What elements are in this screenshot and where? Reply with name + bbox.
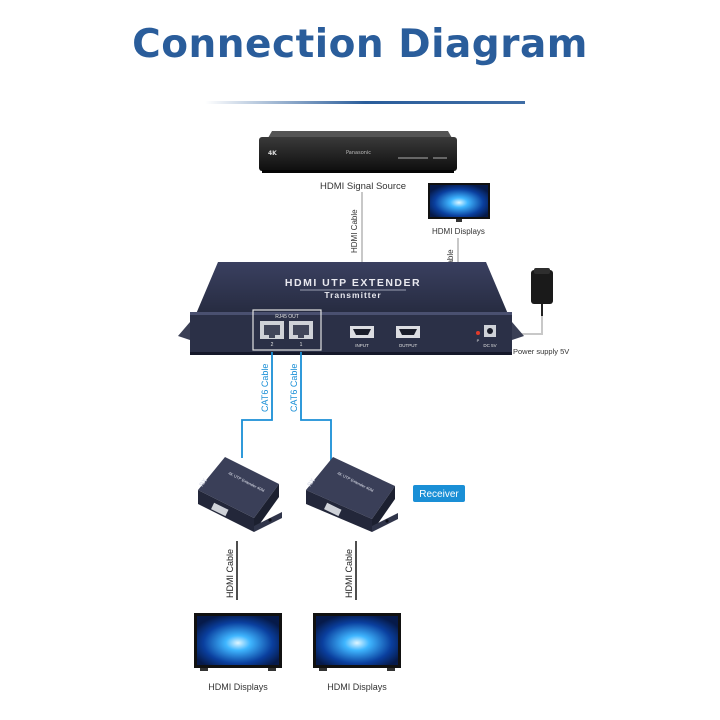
receiver-2-rx-mark: RX [307, 478, 317, 488]
rj45-port-1 [289, 321, 313, 339]
receiver-badge [413, 485, 465, 502]
source-brand: Panasonic [346, 150, 371, 156]
hdmi-rx1-cable-label: HDMI Cable [225, 549, 235, 598]
hdmi-source-player: 4K Panasonic [259, 131, 457, 173]
page-title: Connection Diagram [132, 22, 588, 67]
hdmi-input-port [350, 326, 374, 338]
bottom-display-1-label: HDMI Displays [208, 682, 268, 692]
hdmi-rx2-cable-label: HDMI Cable [344, 549, 354, 598]
hdmi-output-port [396, 326, 420, 338]
hdmi-source-label: HDMI Signal Source [320, 181, 406, 192]
rj45-label: RJ45 OUT [275, 314, 299, 320]
rj45-port-2-number: 2 [271, 342, 274, 348]
transmitter-box [178, 262, 524, 355]
hdmi-output-label: OUTPUT [399, 343, 418, 348]
hdmi-input-label: INPUT [355, 343, 369, 348]
receiver-1-rx-mark: RX [199, 478, 209, 488]
transmitter-title: HDMI UTP EXTENDER [285, 277, 421, 289]
transmitter-subtitle: Transmitter [324, 290, 381, 300]
cat6-cable-b-label: CAT6 Cable [289, 364, 299, 412]
bottom-display-2 [313, 613, 401, 671]
power-led-label: P [477, 338, 480, 343]
power-adapter [531, 268, 553, 316]
cat6-cable-a-line [241, 352, 273, 458]
power-supply-label: Power supply 5V [513, 347, 569, 356]
power-led-icon [476, 331, 480, 335]
bottom-display-1 [194, 613, 282, 671]
rj45-port-1-number: 1 [300, 342, 303, 348]
bottom-display-2-label: HDMI Displays [327, 682, 387, 692]
rj45-port-2 [260, 321, 284, 339]
hdmi-input-cable-label: HDMI Cable [350, 209, 359, 253]
top-display-label: HDMI Displays [432, 227, 485, 236]
dc-power-port [484, 325, 496, 337]
receiver-1: 4K UTP Extender 40M RX [198, 457, 282, 532]
rj45-frame [252, 309, 322, 351]
cat6-cable-b-line [300, 352, 332, 462]
dc-power-label: DC 5V [483, 343, 496, 348]
top-display [428, 183, 490, 222]
receiver-badge-label: Receiver [419, 489, 459, 500]
receiver-2: 4K UTP Extender 40M RX [306, 457, 398, 532]
source-badge: 4K [268, 150, 277, 157]
cat6-cable-a-label: CAT6 Cable [260, 364, 270, 412]
title-underline [205, 101, 525, 104]
